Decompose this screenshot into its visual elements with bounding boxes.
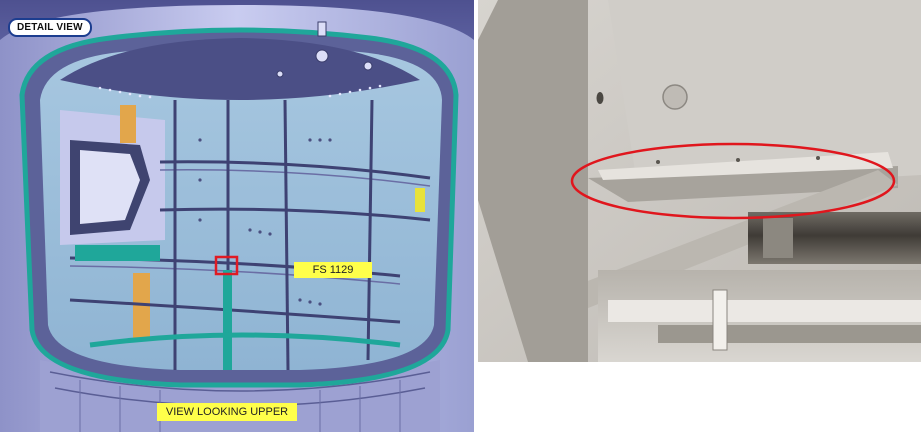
bracket-photo [478, 0, 921, 362]
annotation-ellipse [570, 142, 896, 220]
station-label: FS 1129 [294, 262, 372, 278]
detail-view-badge: DETAIL VIEW [8, 18, 92, 37]
cad-detail-view: DETAIL VIEW FS 1129 VIEW LOOKING UPPER [0, 0, 474, 432]
bracket-photo-image [478, 0, 921, 362]
fuselage-cad-drawing [0, 0, 474, 432]
highlight-box [214, 255, 239, 276]
view-direction-label: VIEW LOOKING UPPER [157, 403, 297, 421]
